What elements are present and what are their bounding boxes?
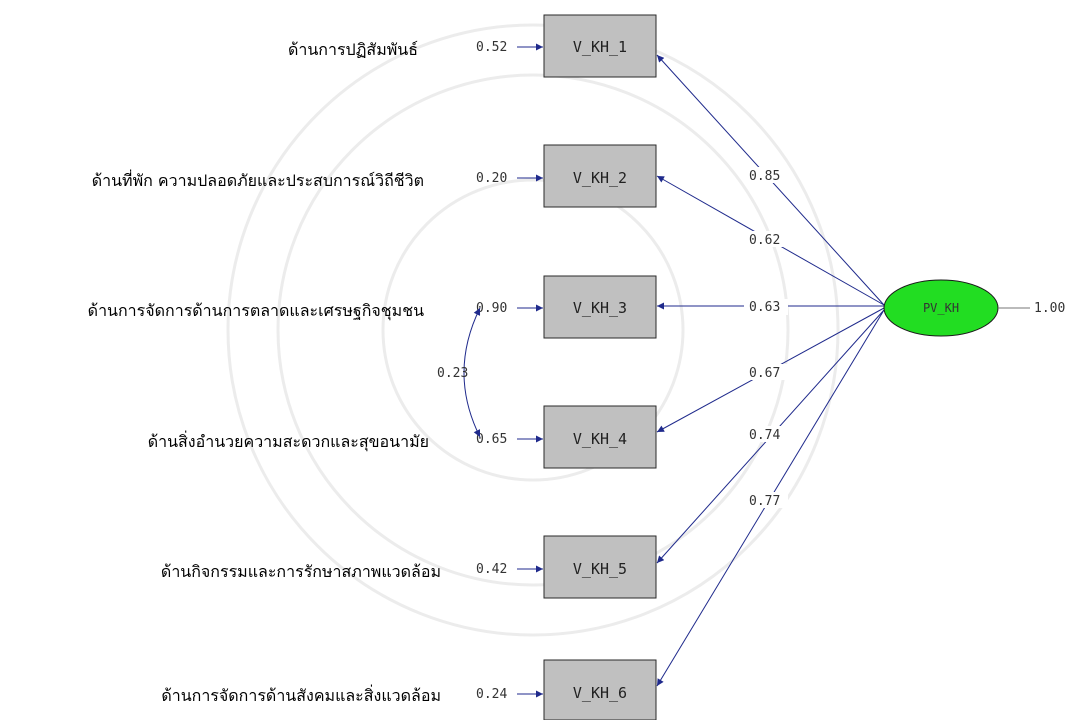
loading-labels: 0.85 0.62 0.63 0.67 0.74 0.77: [744, 167, 788, 509]
error-variance-v-kh-4: 0.65: [476, 432, 507, 447]
error-covariance: 0.23: [437, 307, 481, 438]
indicator-label-v-kh-6: V_KH_6: [573, 684, 627, 702]
description-v-kh-4: ด้านสิ่งอำนวยความสะดวกและสุขอนามัย: [148, 430, 429, 452]
loading-value-v-kh-1: 0.85: [749, 169, 780, 184]
loading-value-v-kh-6: 0.77: [749, 494, 780, 509]
indicator-box-v-kh-5: [543, 535, 657, 599]
loading-value-v-kh-2: 0.62: [749, 233, 780, 248]
loading-value-v-kh-4: 0.67: [749, 366, 780, 381]
error-variance-v-kh-1: 0.52: [476, 40, 507, 55]
indicator-box-v-kh-2: [543, 144, 657, 208]
error-variance-v-kh-5: 0.42: [476, 562, 507, 577]
indicator-label-v-kh-1: V_KH_1: [573, 38, 627, 56]
indicator-box-v-kh-4: [543, 405, 657, 469]
description-v-kh-5: ด้านกิจกรรมและการรักษาสภาพแวดล้อม: [161, 562, 441, 581]
latent-factor: PV_KH 1.00: [883, 279, 1065, 337]
indicator-box-v-kh-1: [543, 14, 657, 78]
seal-watermark: [226, 23, 840, 637]
indicator-label-v-kh-5: V_KH_5: [573, 560, 627, 578]
indicator-label-v-kh-4: V_KH_4: [573, 430, 627, 448]
description-v-kh-2: ด้านที่พัก ความปลอดภัยและประสบการณ์วิถีช…: [92, 169, 424, 190]
indicator-box-v-kh-3: [543, 275, 657, 339]
description-v-kh-1: ด้านการปฏิสัมพันธ์: [288, 40, 418, 59]
error-variance-v-kh-6: 0.24: [476, 687, 507, 702]
error-variance-v-kh-3: 0.90: [476, 301, 507, 316]
error-variances: 0.52 0.20 0.90 0.65 0.42 0.24: [476, 40, 543, 702]
indicator-label-v-kh-2: V_KH_2: [573, 169, 627, 187]
error-variance-v-kh-2: 0.20: [476, 171, 507, 186]
covariance-arc: [463, 307, 481, 438]
covariance-value: 0.23: [437, 366, 468, 381]
indicator-descriptions: ด้านการปฏิสัมพันธ์ ด้านที่พัก ความปลอดภั…: [88, 40, 441, 705]
latent-variance: 1.00: [1034, 301, 1065, 316]
indicator-box-v-kh-6: [543, 659, 657, 720]
description-v-kh-3: ด้านการจัดการด้านการตลาดและเศรษฐกิจชุมชน: [88, 301, 424, 321]
indicator-boxes: V_KH_1 V_KH_2 V_KH_3 V_KH_4 V_KH_5 V_KH_…: [543, 14, 657, 720]
loading-value-v-kh-5: 0.74: [749, 428, 780, 443]
latent-label: PV_KH: [923, 301, 959, 315]
description-v-kh-6: ด้านการจัดการด้านสังคมและสิ่งแวดล้อม: [161, 684, 441, 705]
loading-value-v-kh-3: 0.63: [749, 300, 780, 315]
indicator-label-v-kh-3: V_KH_3: [573, 299, 627, 317]
